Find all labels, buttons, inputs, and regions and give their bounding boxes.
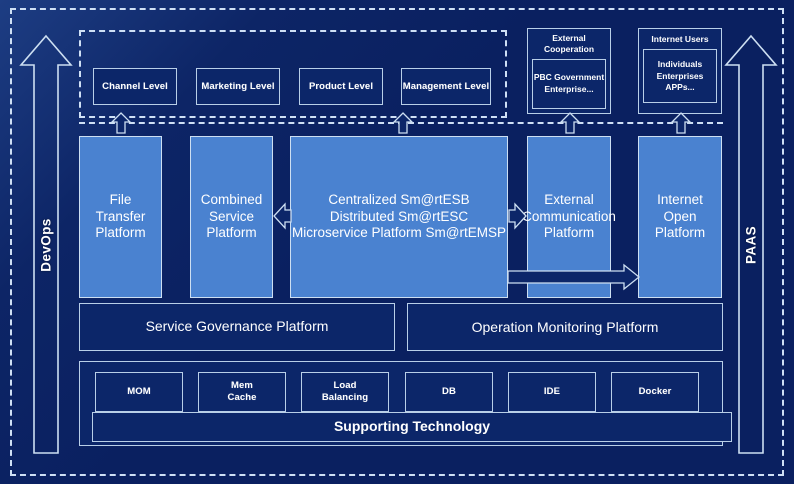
- internet-users-inner-line2: Enterprises: [656, 70, 704, 81]
- platform-file-transfer[interactable]: File Transfer Platform: [79, 136, 162, 298]
- business-level-management-label: Management Level: [402, 80, 490, 92]
- operation-monitoring-platform[interactable]: Operation Monitoring Platform: [407, 303, 723, 351]
- business-level-marketing-label: Marketing Level: [201, 80, 275, 92]
- external-cooperation-title-line2: Cooperation: [543, 44, 595, 55]
- up-arrow-channel: [110, 112, 132, 134]
- external-cooperation-box[interactable]: External Cooperation PBC Government Ente…: [527, 28, 611, 114]
- devops-arrow: DevOps: [18, 32, 74, 457]
- business-levels-group: [79, 30, 507, 118]
- platform-internet-open[interactable]: Internet Open Platform: [638, 136, 722, 298]
- supporting-component-mem-cache[interactable]: Mem Cache: [198, 372, 286, 412]
- business-level-product[interactable]: Product Level: [299, 68, 383, 105]
- connector-arrow-core-to-internet-open: [508, 263, 640, 291]
- platform-combined-service[interactable]: Combined Service Platform: [190, 136, 273, 298]
- platform-external-communication-line1: External: [544, 192, 594, 208]
- external-cooperation-inner-line2: Enterprise...: [544, 83, 594, 94]
- devops-arrow-shape: [19, 34, 73, 454]
- platform-external-communication-line3: Platform: [543, 225, 595, 241]
- business-level-channel-label: Channel Level: [102, 80, 168, 92]
- up-arrow-core: [392, 112, 414, 134]
- platform-internet-open-line1: Internet: [657, 192, 703, 208]
- supporting-component-ide[interactable]: IDE: [508, 372, 596, 412]
- supporting-component-load-balancing-line2: Balancing: [321, 392, 369, 403]
- paas-arrow-label: PAAS: [743, 225, 759, 264]
- internet-users-title: Internet Users: [651, 34, 709, 44]
- platform-file-transfer-line3: Platform: [95, 225, 146, 241]
- supporting-component-mom[interactable]: MOM: [95, 372, 183, 412]
- platform-external-communication[interactable]: External Communication Platform: [522, 136, 616, 298]
- connector-arrow-right: [508, 200, 528, 232]
- supporting-component-ide-line1: IDE: [543, 386, 561, 398]
- internet-users-inner-line3: APPs...: [665, 82, 695, 93]
- supporting-component-mem-cache-line1: Mem: [231, 380, 253, 392]
- business-level-product-label: Product Level: [308, 80, 374, 92]
- platform-external-communication-line2: Communication: [522, 208, 616, 224]
- diagram-outer-boundary: [10, 8, 784, 476]
- paas-arrow: PAAS: [723, 32, 779, 457]
- supporting-component-docker-line1: Docker: [638, 386, 672, 398]
- business-level-marketing[interactable]: Marketing Level: [196, 68, 280, 105]
- platform-file-transfer-line1: File: [109, 192, 132, 208]
- platform-combined-service-line2: Service: [208, 208, 254, 224]
- service-governance-platform[interactable]: Service Governance Platform: [79, 303, 395, 351]
- platform-core-esb-line3: Microservice Platform Sm@rtEMSP: [292, 225, 506, 241]
- platform-core-esb-line2: Distributed Sm@rtESC: [329, 208, 469, 224]
- supporting-component-load-balancing[interactable]: Load Balancing: [301, 372, 389, 412]
- supporting-component-mom-line1: MOM: [127, 386, 151, 398]
- platform-file-transfer-line2: Transfer: [95, 208, 146, 224]
- supporting-component-load-balancing-line1: Load: [333, 380, 357, 392]
- platform-internet-open-line3: Platform: [654, 225, 706, 241]
- external-cooperation-title: External Cooperation: [528, 33, 610, 56]
- external-cooperation-inner-line1: PBC Government: [533, 72, 605, 83]
- supporting-component-mem-cache-line2: Cache: [227, 392, 257, 403]
- service-governance-platform-label: Service Governance Platform: [145, 318, 329, 335]
- platform-core-esb[interactable]: Centralized Sm@rtESB Distributed Sm@rtES…: [290, 136, 508, 298]
- operation-monitoring-platform-label: Operation Monitoring Platform: [471, 319, 659, 335]
- internet-users-inner-line1: Individuals: [657, 59, 703, 70]
- external-cooperation-title-line1: External: [552, 33, 586, 43]
- internet-users-box[interactable]: Internet Users Individuals Enterprises A…: [638, 28, 722, 114]
- platform-core-esb-line1: Centralized Sm@rtESB: [328, 192, 470, 208]
- connector-arrow-left: [272, 200, 292, 232]
- paas-arrow-shape: [724, 34, 778, 454]
- platform-internet-open-line2: Open: [663, 208, 697, 224]
- up-arrow-internet-users: [670, 112, 692, 134]
- business-level-channel[interactable]: Channel Level: [93, 68, 177, 105]
- platform-combined-service-line3: Platform: [206, 225, 257, 241]
- external-cooperation-inner: PBC Government Enterprise...: [532, 58, 606, 109]
- supporting-technology-bar-label: Supporting Technology: [333, 418, 491, 435]
- platform-combined-service-line1: Combined: [200, 192, 263, 208]
- devops-arrow-label: DevOps: [38, 217, 54, 272]
- up-arrow-external-cooperation: [559, 112, 581, 134]
- supporting-component-docker[interactable]: Docker: [611, 372, 699, 412]
- supporting-component-db[interactable]: DB: [405, 372, 493, 412]
- supporting-component-db-line1: DB: [442, 386, 456, 398]
- internet-users-inner: Individuals Enterprises APPs...: [643, 49, 717, 104]
- supporting-technology-bar[interactable]: Supporting Technology: [92, 412, 732, 442]
- business-level-management[interactable]: Management Level: [401, 68, 491, 105]
